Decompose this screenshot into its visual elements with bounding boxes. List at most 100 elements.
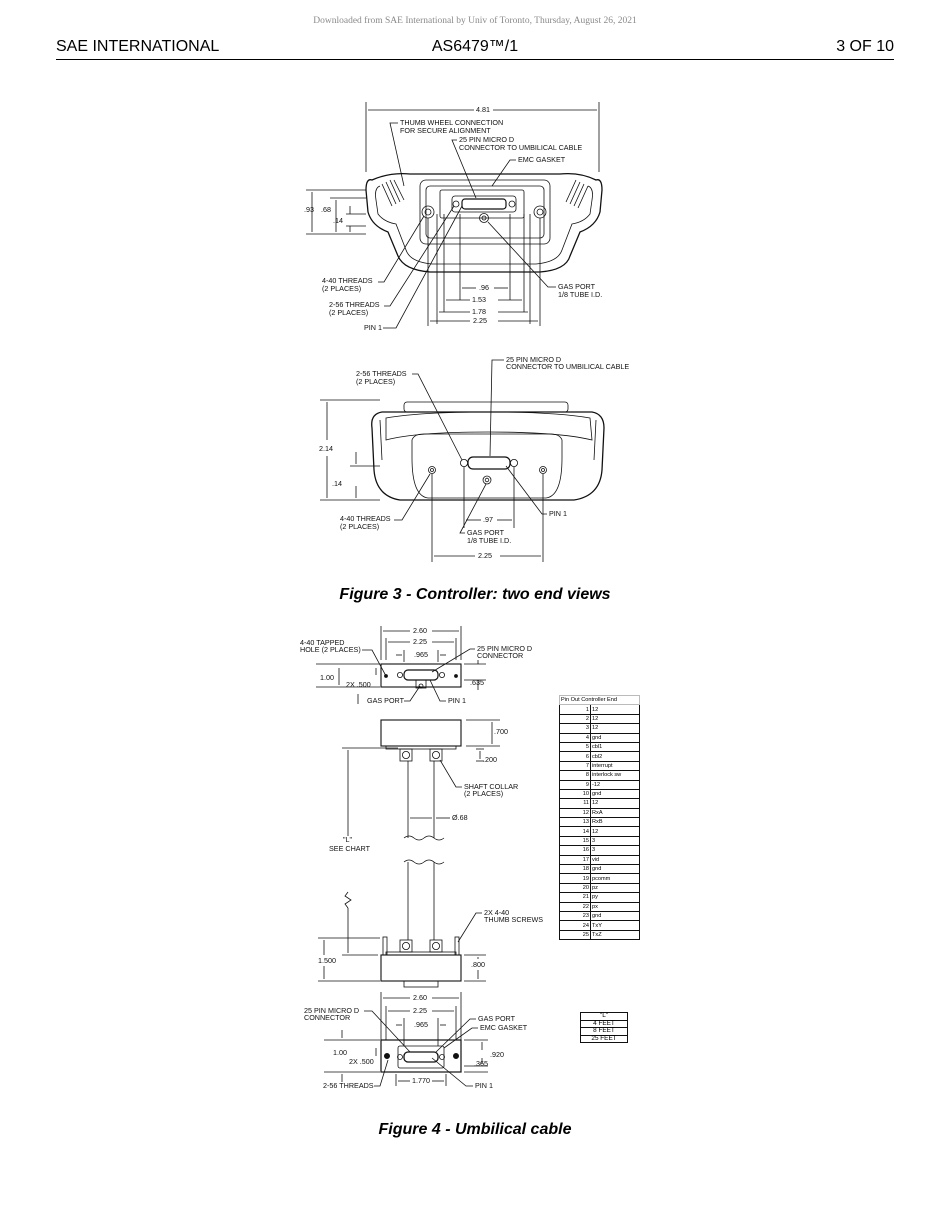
- fig3-v1-440-threads-1: 4-40 THREADS: [322, 276, 373, 285]
- fig3-v1-256-threads-1: 2-56 THREADS: [329, 300, 380, 309]
- fig4-bot-connector-2: CONNECTOR: [304, 1013, 350, 1022]
- fig3-v2-dim-97: .97: [483, 515, 493, 524]
- fig3-v2-connector-2: CONNECTOR TO UMBILICAL CABLE: [506, 362, 629, 371]
- page-header: SAE INTERNATIONAL AS6479™/1 3 OF 10: [56, 37, 894, 60]
- fig4-top-dim-2x500: 2X .500: [346, 680, 371, 689]
- fig4-bot-dim-225: 2.25: [413, 1006, 427, 1015]
- controller-end-view-2: [371, 401, 605, 501]
- pin-signal: 3: [590, 835, 640, 847]
- fig4-side-dim-200: .200: [483, 755, 497, 764]
- pin-number: 23: [559, 910, 591, 922]
- pin-number: 1: [559, 704, 591, 715]
- length-chart-header: "L": [580, 1012, 628, 1021]
- pin-signal: cbl1: [590, 741, 640, 753]
- fig3-v1-pin1: PIN 1: [364, 323, 382, 332]
- pin-number: 13: [559, 817, 591, 828]
- pin-number: 14: [559, 826, 591, 837]
- pin-number: 19: [559, 873, 591, 884]
- fig3-v1-gas-port-2: 1/8 TUBE I.D.: [558, 290, 602, 299]
- pin-signal: RxB: [590, 817, 640, 828]
- fig4-bot-dim-365: .365: [474, 1059, 488, 1068]
- pin-number: 5: [559, 741, 591, 753]
- fig3-v1-dim-14: .14: [333, 216, 343, 225]
- fig3-v2-gas-port-1: GAS PORT: [467, 528, 505, 537]
- table-row: 25 FEET: [580, 1034, 628, 1044]
- fig3-v2-440-threads-1: 4-40 THREADS: [340, 514, 391, 523]
- pin-signal: 12: [590, 704, 640, 715]
- pin-out-table-title-row: Pin Out Controller End: [559, 694, 640, 706]
- table-row: 9-12: [559, 779, 640, 790]
- fig3-v1-256-threads-2: (2 PLACES): [329, 308, 368, 317]
- pin-signal: gnd: [590, 788, 640, 800]
- pin-signal: 12: [590, 713, 640, 725]
- fig4-tapped-hole-2: HOLE (2 PLACES): [300, 645, 361, 654]
- pin-signal: gnd: [590, 732, 640, 743]
- pin-signal: -12: [590, 779, 640, 790]
- fig4-bot-connector-1: 25 PIN MICRO D: [304, 1006, 359, 1015]
- pin-number: 25: [559, 929, 591, 941]
- pin-signal: cbl2: [590, 751, 640, 762]
- fig4-side-dim-1500: 1.500: [318, 956, 336, 965]
- pin-number: 2: [559, 713, 591, 725]
- fig4-bot-emc-gasket: EMC GASKET: [480, 1023, 528, 1032]
- fig4-bot-dim-100: 1.00: [333, 1048, 347, 1057]
- fig3-v1-dim-93: .93: [304, 205, 314, 214]
- pin-signal: interlock sw: [590, 770, 640, 781]
- fig3-v1-thumb-wheel-2: FOR SECURE ALIGNMENT: [400, 126, 491, 135]
- fig3-v1-dim-96: .96: [479, 283, 489, 292]
- fig4-bot-dim-1770: 1.770: [412, 1076, 430, 1085]
- fig4-top-dim-225: 2.25: [413, 637, 427, 646]
- pin-signal: gnd: [590, 864, 640, 875]
- fig4-bot-gas-port: GAS PORT: [478, 1014, 516, 1023]
- fig4-top-dim-965: .965: [414, 650, 428, 659]
- pin-number: 12: [559, 807, 591, 819]
- fig3-v2-dim-225: 2.25: [478, 551, 492, 560]
- header-organization: SAE INTERNATIONAL: [56, 38, 220, 55]
- pin-number: 22: [559, 901, 591, 913]
- pin-number: 15: [559, 835, 591, 847]
- pin-out-table-title: Pin Out Controller End: [559, 694, 640, 706]
- fig4-shaft-collar-1: SHAFT COLLAR: [464, 782, 518, 791]
- fig3-v1-dim-68: .68: [321, 205, 331, 214]
- pin-signal: interrupt: [590, 760, 640, 772]
- fig4-thumb-screws-2: THUMB SCREWS: [484, 915, 543, 924]
- pin-number: 21: [559, 892, 591, 903]
- pin-signal: 12: [590, 723, 640, 734]
- pin-number: 18: [559, 864, 591, 875]
- pin-signal: TxY: [590, 920, 640, 931]
- header-page-number: 3 OF 10: [836, 38, 894, 55]
- fig3-v2-256-threads-1: 2-56 THREADS: [356, 369, 407, 378]
- fig4-bot-pin1: PIN 1: [475, 1081, 493, 1090]
- fig3-v1-connector-1: 25 PIN MICRO D: [459, 135, 514, 144]
- length-option: 25 FEET: [580, 1034, 628, 1044]
- pin-number: 8: [559, 770, 591, 781]
- fig4-length-see-chart: SEE CHART: [329, 844, 371, 853]
- fig3-v1-emc-gasket: EMC GASKET: [518, 155, 566, 164]
- fig4-top-dim-260: 2.60: [413, 626, 427, 635]
- fig3-v2-gas-port-2: 1/8 TUBE I.D.: [467, 536, 511, 545]
- fig3-v1-dim-178: 1.78: [472, 307, 486, 316]
- pin-signal: 12: [590, 798, 640, 809]
- fig3-v2-256-threads-2: (2 PLACES): [356, 377, 395, 386]
- fig3-v2-connector-1: 25 PIN MICRO D: [506, 355, 561, 364]
- fig4-bot-dim-965: .965: [414, 1020, 428, 1029]
- pin-number: 3: [559, 723, 591, 734]
- fig3-v1-dim-153: 1.53: [472, 295, 486, 304]
- pin-number: 16: [559, 845, 591, 856]
- fig4-bot-dim-260: 2.60: [413, 993, 427, 1002]
- fig4-side-dim-700: .700: [494, 727, 508, 736]
- fig4-thumb-screws-1: 2X 4-40: [484, 908, 509, 917]
- fig4-top-pin1: PIN 1: [448, 696, 466, 705]
